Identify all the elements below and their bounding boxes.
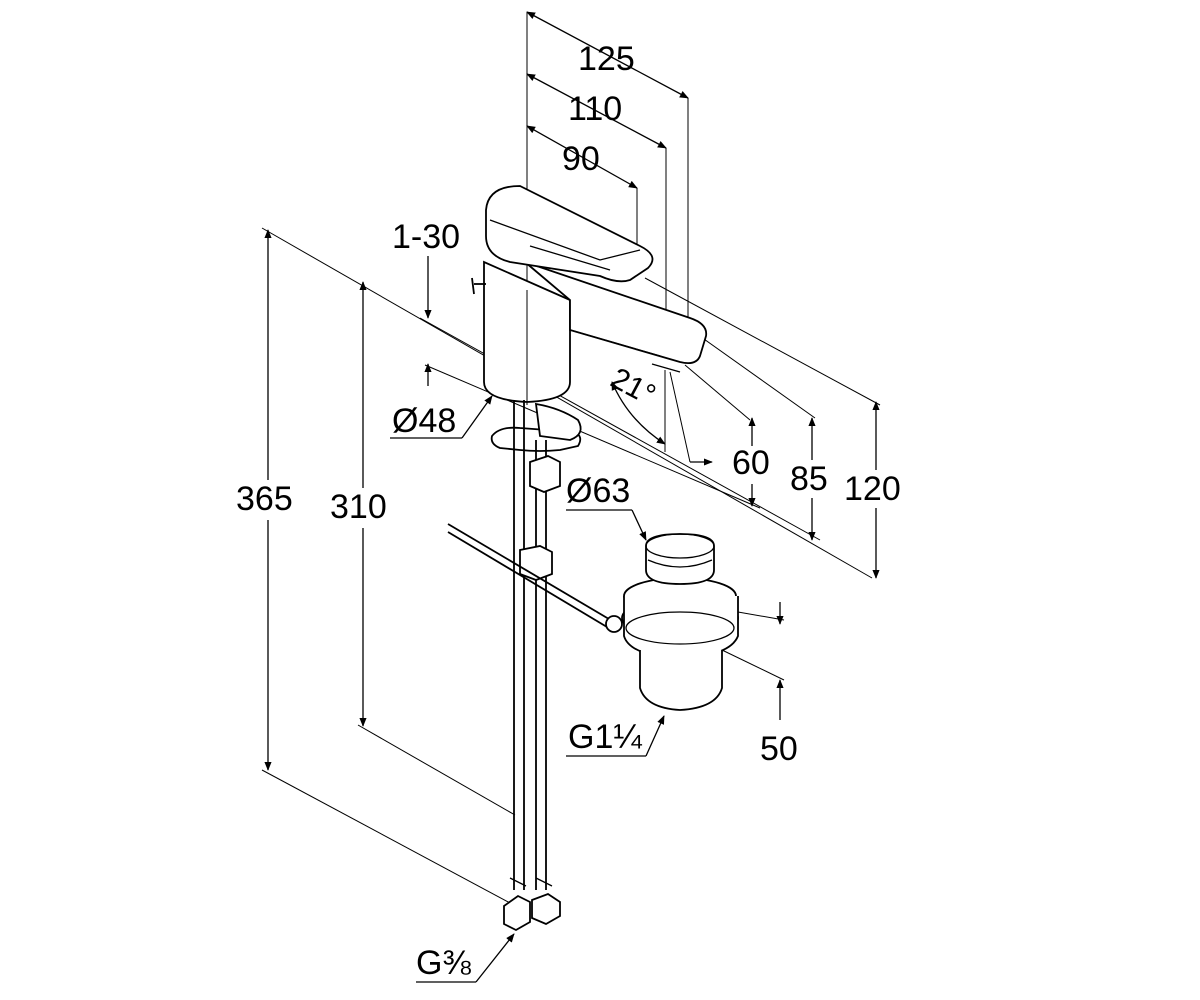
faucet-body bbox=[471, 185, 708, 403]
waste-dimension: 50 bbox=[721, 602, 798, 768]
dim-line-110 bbox=[526, 73, 667, 149]
thread-waste-label: G1¼ bbox=[568, 718, 642, 756]
dim-label-60: 60 bbox=[732, 444, 770, 482]
dim-label-120: 120 bbox=[844, 470, 901, 508]
mounting-and-hoses bbox=[447, 400, 615, 932]
dim-label-90: 90 bbox=[562, 140, 600, 178]
top-dimensions: 125 110 90 bbox=[526, 11, 689, 405]
thread-hose-label: G⅜ bbox=[416, 944, 471, 982]
range-dimension: 1-30 bbox=[392, 218, 460, 386]
dia48-leader: Ø48 bbox=[390, 395, 493, 440]
dim-label-365: 365 bbox=[236, 480, 293, 518]
thread-hose-leader: G⅜ bbox=[416, 933, 515, 983]
vertical-dimensions-left: 365 310 bbox=[228, 229, 404, 771]
range-label: 1-30 bbox=[392, 218, 460, 256]
thread-waste-leader: G1¼ bbox=[566, 715, 665, 757]
spout-angle: 21° bbox=[605, 362, 713, 466]
waste-valve bbox=[605, 533, 739, 711]
dia63-label: Ø63 bbox=[566, 472, 630, 510]
dim-label-85: 85 bbox=[790, 460, 828, 498]
dia63-leader: Ø63 bbox=[566, 472, 647, 541]
dim-line-90 bbox=[526, 125, 638, 189]
dim-label-110: 110 bbox=[568, 90, 622, 128]
dim-label-125: 125 bbox=[578, 40, 635, 78]
dim-label-310: 310 bbox=[330, 488, 387, 526]
vertical-dimensions-right: 60 85 120 bbox=[730, 401, 910, 579]
angle-label: 21° bbox=[605, 362, 661, 412]
dim-label-50: 50 bbox=[760, 730, 798, 768]
dia48-label: Ø48 bbox=[392, 402, 456, 440]
